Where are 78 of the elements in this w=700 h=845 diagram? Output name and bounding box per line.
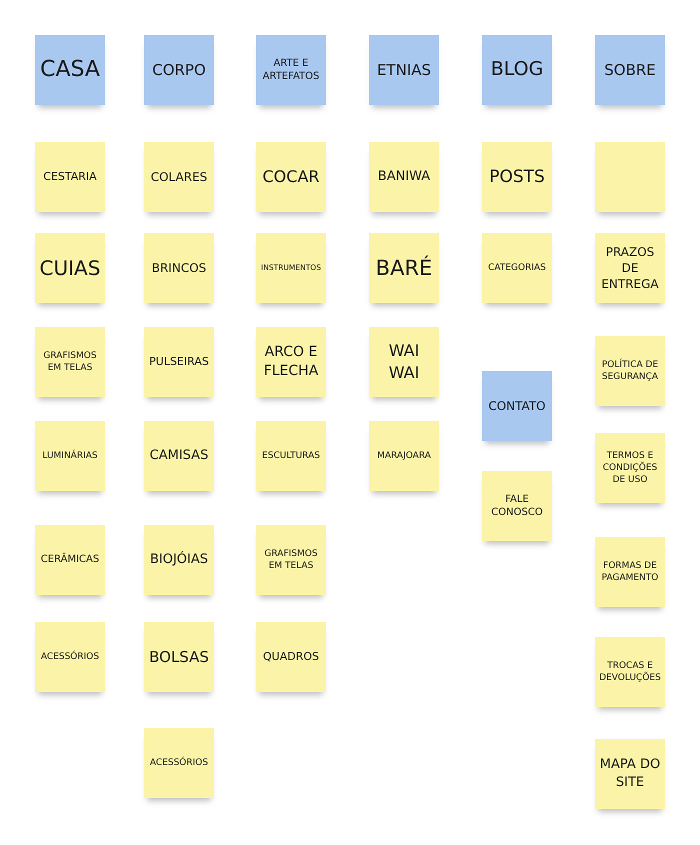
note-text: CESTARIA bbox=[43, 170, 97, 184]
note-text: CORPO bbox=[152, 60, 206, 80]
sticky-note bbox=[595, 637, 665, 707]
sticky-note bbox=[369, 142, 439, 212]
sticky-note bbox=[35, 233, 105, 303]
note-text: POLÍTICA DE SEGURANÇA bbox=[600, 358, 660, 384]
header-sticky-note bbox=[595, 35, 665, 105]
note-text: COLARES bbox=[150, 168, 208, 186]
sticky-note bbox=[595, 537, 665, 607]
header-sticky-note bbox=[144, 35, 214, 105]
sticky-note bbox=[256, 525, 326, 595]
sticky-note bbox=[144, 142, 214, 212]
note-text: BRINCOS bbox=[152, 260, 206, 276]
sticky-note bbox=[482, 233, 552, 303]
sticky-note bbox=[595, 433, 665, 503]
sticky-note bbox=[369, 233, 439, 303]
sticky-note bbox=[482, 142, 552, 212]
note-text: ESCULTURAS bbox=[262, 450, 320, 462]
sticky-note bbox=[595, 233, 665, 303]
sticky-note bbox=[595, 739, 665, 809]
sticky-note bbox=[144, 327, 214, 397]
sticky-note bbox=[144, 525, 214, 595]
note-text: CATEGORIAS bbox=[488, 262, 546, 274]
note-text: COCAR bbox=[262, 166, 320, 188]
note-text: FORMAS DE PAGAMENTO bbox=[600, 560, 660, 584]
note-text: CONTATO bbox=[488, 398, 546, 414]
sticky-note bbox=[482, 471, 552, 541]
note-text: POSTS bbox=[489, 166, 545, 188]
sticky-note bbox=[369, 327, 439, 397]
header-sticky-note bbox=[35, 35, 105, 105]
note-text: BIOJÓIAS bbox=[150, 551, 208, 569]
sticky-note bbox=[369, 421, 439, 491]
note-text: ARTE E ARTEFATOS bbox=[262, 56, 320, 84]
note-text: BLOG bbox=[490, 57, 544, 82]
sticky-note bbox=[144, 622, 214, 692]
note-text: MARAJOARA bbox=[377, 450, 431, 462]
sticky-note bbox=[256, 327, 326, 397]
note-text: ARCO E FLECHA bbox=[262, 343, 320, 381]
sticky-note bbox=[256, 233, 326, 303]
note-text: FALE CONOSCO bbox=[490, 492, 544, 520]
note-text: LUMINÁRIAS bbox=[42, 450, 98, 462]
sticky-note bbox=[595, 336, 665, 406]
note-text: BARÉ bbox=[376, 254, 432, 282]
note-text: PULSEIRAS bbox=[149, 354, 209, 370]
header-sticky-note bbox=[482, 35, 552, 105]
header-sticky-note bbox=[256, 35, 326, 105]
note-text: WAI WAI bbox=[388, 340, 420, 384]
note-text: MAPA DO SITE bbox=[598, 756, 662, 792]
note-text: ETNIAS bbox=[376, 60, 432, 80]
note-text: GRAFISMOS EM TELAS bbox=[42, 350, 98, 374]
header-sticky-note bbox=[482, 371, 552, 441]
note-text: CAMISAS bbox=[150, 447, 208, 465]
sticky-note bbox=[35, 622, 105, 692]
note-text: BOLSAS bbox=[149, 646, 209, 668]
sticky-note bbox=[256, 142, 326, 212]
note-text: CUIAS bbox=[40, 254, 100, 282]
sticky-note bbox=[35, 327, 105, 397]
note-text: TROCAS E DEVOLUÇÕES bbox=[598, 660, 662, 684]
sticky-note bbox=[144, 233, 214, 303]
sticky-note bbox=[256, 421, 326, 491]
note-text: ACESSÓRIOS bbox=[150, 756, 208, 770]
note-text: ACESSÓRIOS bbox=[40, 650, 100, 664]
note-text: SOBRE bbox=[604, 60, 656, 80]
note-text: CASA bbox=[40, 56, 100, 84]
note-text: BANIWA bbox=[378, 168, 430, 186]
sticky-note bbox=[144, 421, 214, 491]
sticky-note bbox=[35, 525, 105, 595]
note-text: PRAZOS DE ENTREGA bbox=[600, 244, 660, 292]
sticky-note bbox=[35, 421, 105, 491]
sticky-note bbox=[35, 142, 105, 212]
note-text: CERÂMICAS bbox=[40, 553, 100, 567]
sticky-note bbox=[144, 728, 214, 798]
note-text: GRAFISMOS EM TELAS bbox=[263, 548, 319, 572]
note-text: QUADROS bbox=[263, 650, 319, 664]
note-text: TERMOS E CONDIÇÕES DE USO bbox=[602, 450, 658, 486]
sticky-note bbox=[595, 142, 665, 212]
sticky-note bbox=[256, 622, 326, 692]
header-sticky-note bbox=[369, 35, 439, 105]
